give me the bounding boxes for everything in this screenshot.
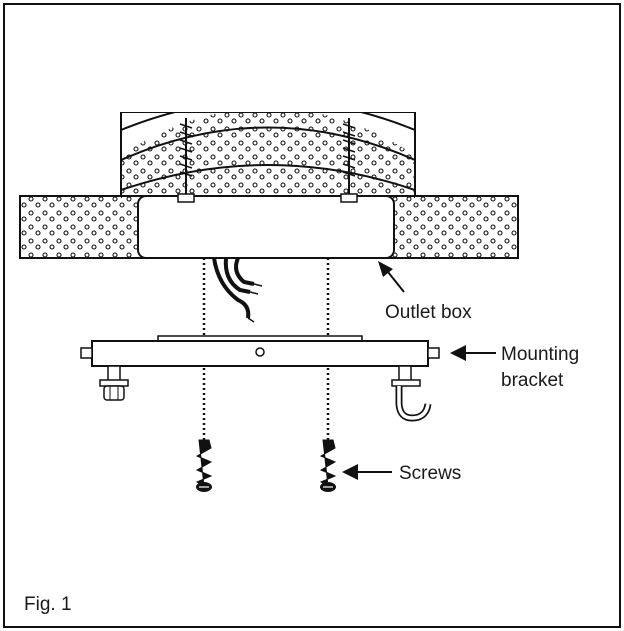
screws-label: Screws bbox=[399, 463, 462, 484]
screw-left bbox=[195, 439, 213, 492]
electrical-wires bbox=[212, 257, 255, 319]
outlet-box-arrow bbox=[378, 261, 405, 293]
screw-right bbox=[319, 439, 337, 492]
outlet-box bbox=[137, 118, 395, 259]
ceiling-joist bbox=[121, 112, 415, 198]
figure-border bbox=[3, 3, 621, 628]
mounting-bracket-label-line1: Mounting bbox=[501, 344, 580, 365]
mounting-bracket-label-line2: bracket bbox=[501, 370, 564, 391]
figure-caption: Fig. 1 bbox=[24, 594, 72, 615]
screws-arrow bbox=[342, 464, 392, 480]
outlet-box-label: Outlet box bbox=[385, 302, 472, 323]
mounting-bracket-arrow bbox=[450, 345, 496, 361]
mounting-bracket bbox=[80, 335, 440, 422]
